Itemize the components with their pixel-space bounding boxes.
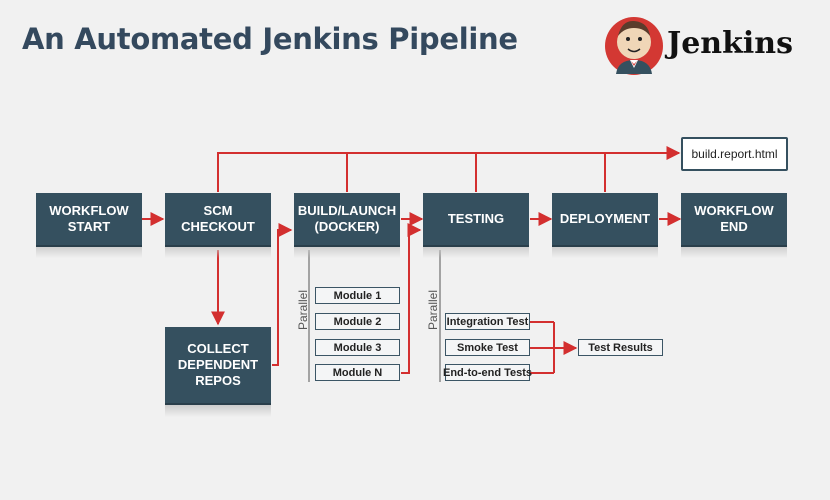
arrow-to-report <box>217 146 681 192</box>
stage-collect-dependent-repos: COLLECT DEPENDENT REPOS <box>165 327 271 403</box>
arrow-modules-to-testing <box>401 223 422 374</box>
module-box: Module N <box>315 364 400 381</box>
test-parallel-label: Parallel <box>426 289 440 330</box>
stage-workflow-end: WORKFLOW END <box>681 193 787 245</box>
test-box-end-to-end: End-to-end Tests <box>443 364 532 381</box>
stage-build-launch: BUILD/LAUNCH (DOCKER) <box>294 193 400 245</box>
module-box: Module 3 <box>315 339 400 356</box>
build-parallel-label: Parallel <box>296 289 310 330</box>
build-report-file: build.report.html <box>681 137 788 171</box>
module-box: Module 2 <box>315 313 400 330</box>
test-results-box: Test Results <box>578 339 663 356</box>
jenkins-wordmark: Jenkins <box>667 26 793 61</box>
stage-testing: TESTING <box>423 193 529 245</box>
stage-deployment: DEPLOYMENT <box>552 193 658 245</box>
stage-scm-checkout: SCM CHECKOUT <box>165 193 271 245</box>
stage-workflow-start: WORKFLOW START <box>36 193 142 245</box>
page-title: An Automated Jenkins Pipeline <box>22 22 518 56</box>
test-box-smoke: Smoke Test <box>445 339 530 356</box>
test-box-integration: Integration Test <box>445 313 530 330</box>
jenkins-butler-logo-icon <box>605 17 663 75</box>
module-box: Module 1 <box>315 287 400 304</box>
arrow-collect-to-build <box>272 223 293 366</box>
